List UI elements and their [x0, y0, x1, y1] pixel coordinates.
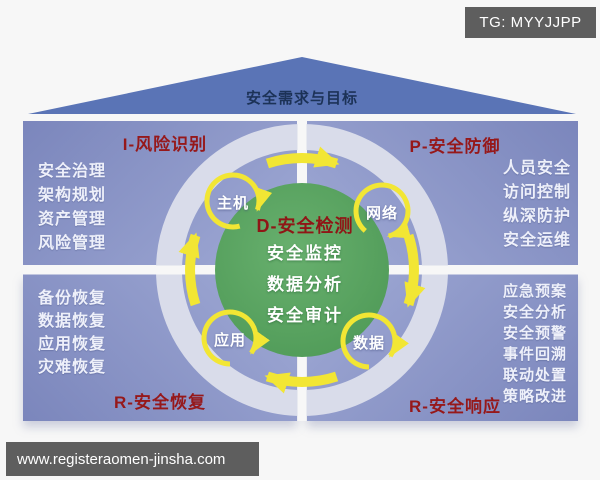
watermark-url: www.registeraomen-jinsha.com	[6, 442, 259, 476]
list-item: 备份恢复	[38, 290, 107, 307]
node-label-application: 应用	[213, 332, 246, 349]
list-item: 安全预警	[503, 325, 568, 342]
center-title-security-detection: D-安全检测	[256, 216, 354, 236]
telegram-badge: TG: MYYJJPP	[465, 7, 596, 38]
list-item: 安全治理	[38, 163, 107, 180]
list-item: 灾难恢复	[38, 359, 107, 376]
label-security-recovery: R-安全恢复	[114, 393, 206, 412]
node-label-data: 数据	[352, 335, 385, 352]
list-item: 安全分析	[503, 304, 568, 321]
label-security-defense: P-安全防御	[409, 137, 501, 156]
list-item: 策略改进	[503, 388, 568, 405]
list-item: 资产管理	[38, 211, 107, 228]
list-item: 风险管理	[38, 235, 107, 252]
list-item: 数据恢复	[38, 313, 107, 330]
label-risk-identification: I-风险识别	[122, 135, 208, 154]
list-item: 应急预案	[503, 283, 568, 300]
security-response-list: 应急预案 安全分析 安全预警 事件回溯 联动处置 策略改进	[503, 281, 567, 407]
list-item: 访问控制	[503, 184, 572, 201]
center-item: 安全审计	[267, 306, 343, 325]
list-item: 人员安全	[503, 160, 572, 177]
label-security-response: R-安全响应	[409, 397, 501, 416]
node-label-network: 网络	[365, 205, 398, 222]
roof-title: 安全需求与目标	[245, 90, 358, 107]
security-defense-list: 人员安全 访问控制 纵深防护 安全运维	[503, 157, 571, 253]
list-item: 纵深防护	[503, 208, 572, 225]
roof-shape	[28, 57, 576, 114]
list-item: 架构规划	[38, 187, 107, 204]
center-items: 安全监控 数据分析 安全审计	[242, 238, 368, 331]
security-recovery-list: 备份恢复 数据恢复 应用恢复 灾难恢复	[38, 287, 106, 379]
list-item: 事件回溯	[503, 346, 568, 363]
roof-triangle	[28, 57, 576, 114]
list-item: 应用恢复	[38, 336, 107, 353]
list-item: 联动处置	[503, 367, 568, 384]
node-label-host: 主机	[216, 195, 249, 212]
list-item: 安全运维	[503, 232, 572, 249]
risk-identification-list: 安全治理 架构规划 资产管理 风险管理	[38, 160, 106, 256]
center-item: 数据分析	[267, 275, 343, 294]
center-item: 安全监控	[267, 244, 343, 263]
